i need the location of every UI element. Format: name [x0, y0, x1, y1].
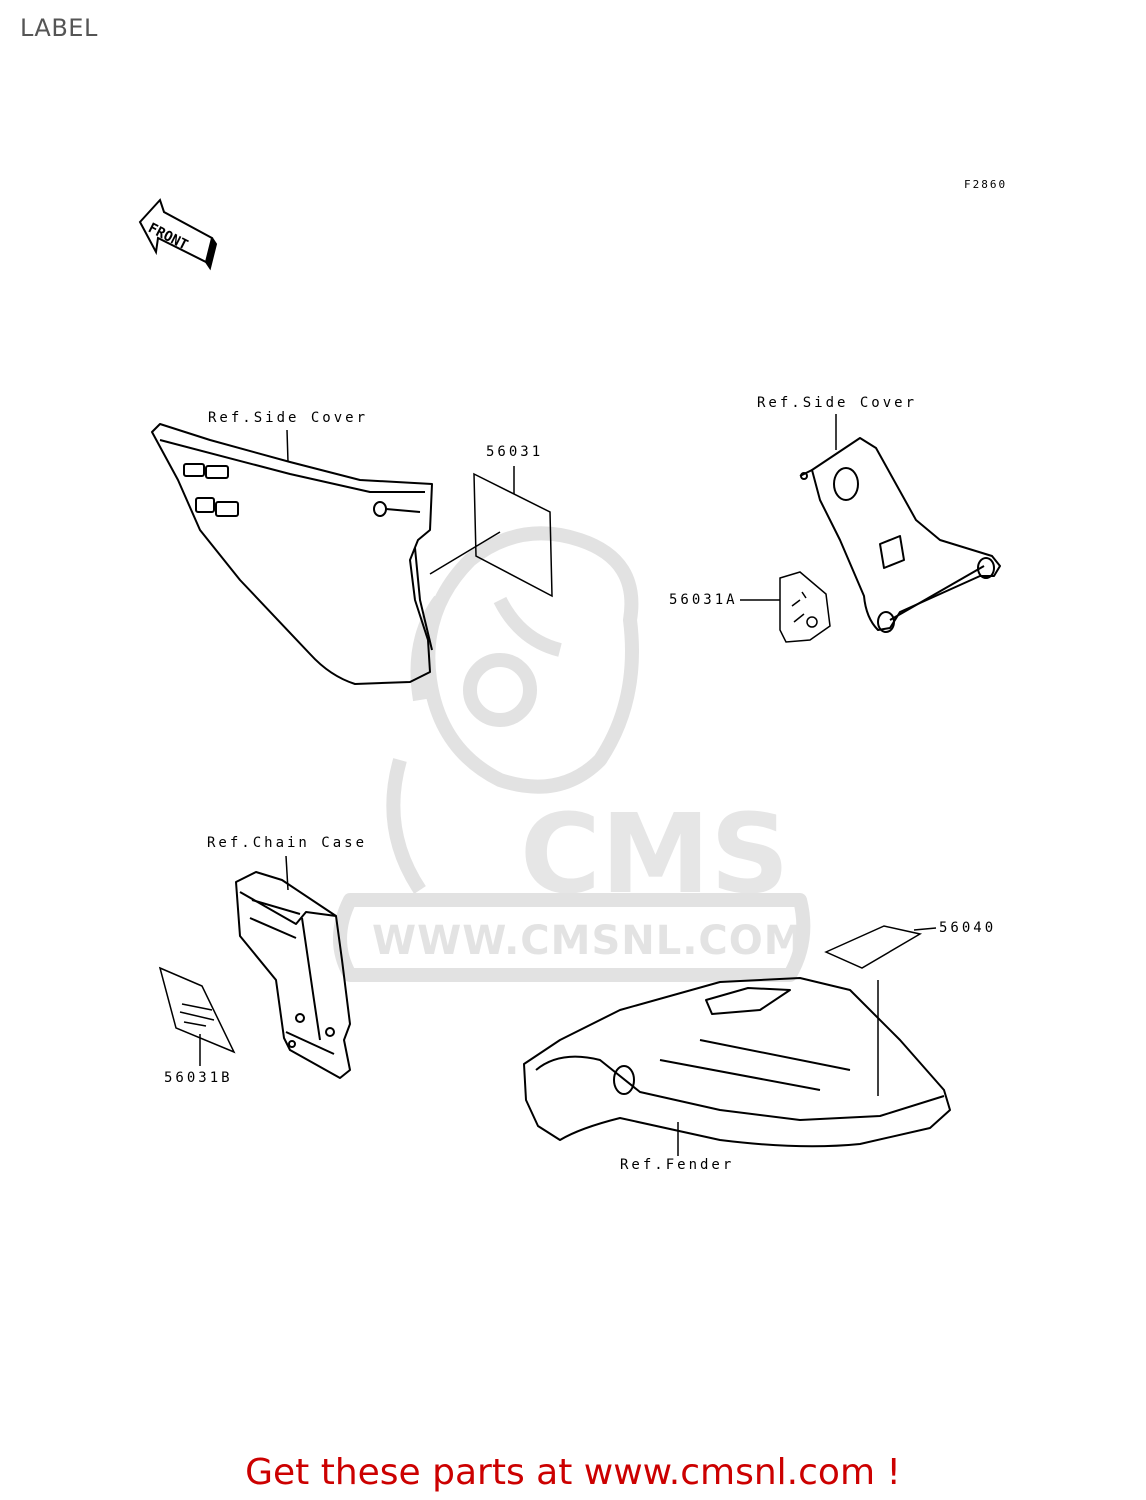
callout-ref-side-cover-right: Ref.Side Cover: [757, 395, 918, 411]
leader-ref-chain-case: [285, 855, 289, 891]
callout-part-56031b: 56031B: [164, 1070, 233, 1086]
footer-promo-link[interactable]: Get these parts at www.cmsnl.com !: [245, 1452, 901, 1493]
watermark-mascot: [333, 526, 811, 982]
callout-part-56040: 56040: [939, 920, 997, 936]
chain-case: [235, 871, 351, 1079]
fender: [523, 977, 951, 1148]
callout-ref-fender: Ref.Fender: [620, 1157, 735, 1173]
label-56031a: [740, 571, 831, 643]
page-title: LABEL: [20, 14, 98, 42]
figure-code: F2860: [964, 178, 1008, 191]
right-side-cover: [799, 437, 1001, 633]
callout-part-56031a: 56031A: [669, 592, 738, 608]
leader-ref-side-cover-left: [286, 429, 289, 463]
label-56031: [429, 466, 553, 598]
front-arrow-icon: FRONT: [138, 198, 218, 271]
label-56040: [824, 925, 937, 1096]
watermark-url: WWW.CMSNL.COM: [372, 918, 805, 964]
callout-part-56031: 56031: [486, 444, 544, 460]
callout-ref-chain-case: Ref.Chain Case: [207, 835, 368, 851]
callout-ref-side-cover-left: Ref.Side Cover: [208, 410, 369, 426]
left-side-cover: [151, 423, 433, 685]
label-56031b: [158, 966, 236, 1066]
